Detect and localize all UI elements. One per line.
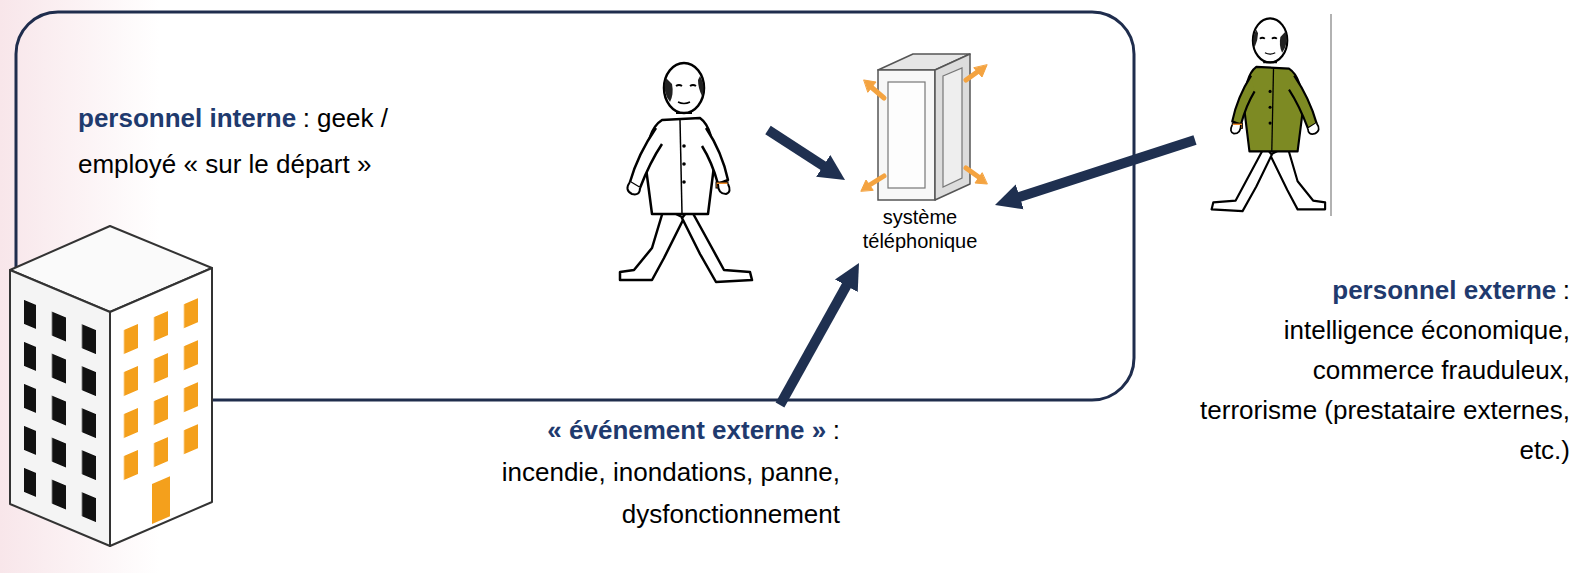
building-windows [122, 293, 206, 489]
phone-system: système téléphonique [845, 45, 995, 263]
internal-staff: personnel interne: geek / employé « sur … [78, 60, 768, 300]
node-text: personnel externe: intelligence économiq… [1195, 270, 1570, 470]
threat-arrow [780, 284, 847, 405]
node-heading: personnel interne [78, 103, 296, 133]
node-heading: « événement externe » [547, 415, 826, 445]
external-person [1212, 14, 1331, 216]
building-door [152, 476, 170, 524]
building-icon [10, 226, 212, 546]
node-text: « événement externe »: incendie, inondat… [440, 409, 840, 535]
node-label: système téléphonique [863, 206, 978, 252]
internal-person [620, 63, 752, 282]
node-heading: personnel externe [1332, 275, 1556, 305]
building-windows [24, 298, 104, 532]
node-text: personnel interne: geek / employé « sur … [78, 95, 478, 187]
external-staff: personnel externe: intelligence économiq… [1195, 14, 1570, 470]
node-text: système téléphonique [845, 205, 995, 253]
phone-system-cabinet [861, 54, 987, 200]
threat-arrow [768, 130, 825, 167]
external-event: « événement externe »: incendie, inondat… [440, 405, 840, 535]
threat-arrow [1018, 140, 1195, 198]
